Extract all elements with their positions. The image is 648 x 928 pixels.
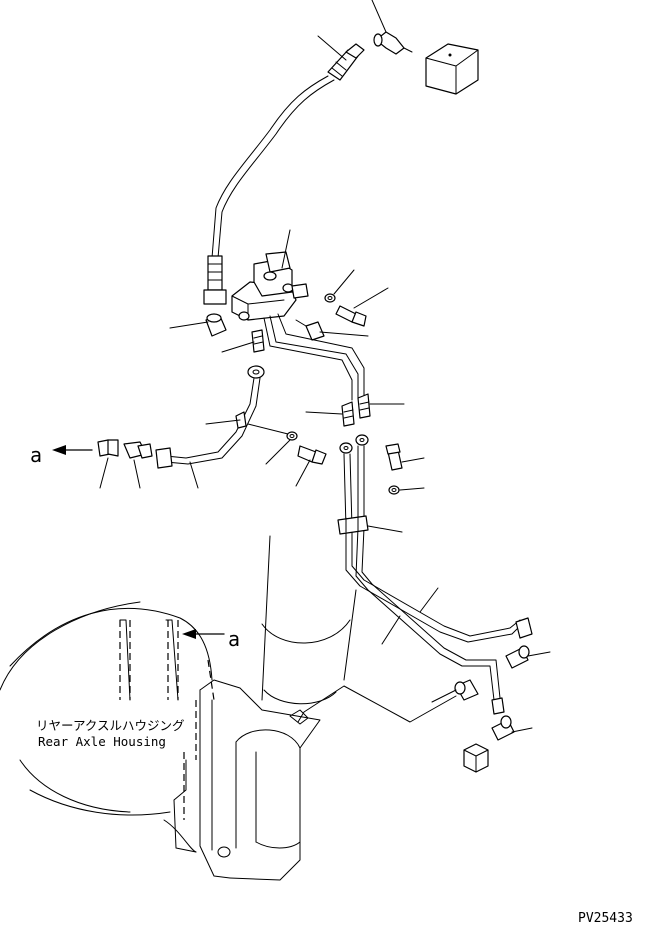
upper-switch-block [425, 43, 479, 95]
washer-upper [324, 293, 336, 303]
dashed-housing-lines [119, 620, 215, 820]
leader-line [305, 411, 343, 415]
view-marker-left: a [30, 443, 42, 467]
banjo-fitting-right-a [339, 442, 353, 454]
leader-line [133, 459, 141, 489]
leader-line [281, 229, 291, 269]
leader-line [353, 287, 389, 309]
hose-line-upper [211, 75, 329, 259]
bolt-upper [335, 305, 367, 327]
leader-line [527, 651, 551, 657]
leader-line [265, 439, 291, 465]
leader-line [401, 457, 425, 463]
connector-fitting-left [97, 439, 119, 457]
figure-code: PV25433 [578, 911, 633, 926]
leader-line [371, 0, 387, 33]
leader-line [367, 525, 403, 533]
tube-clip [235, 411, 247, 429]
leader-line-housing [297, 685, 457, 723]
washer-mid [286, 431, 298, 441]
elbow-fitting-top [373, 31, 413, 55]
housing-label-jp: リヤーアクスルハウジング [36, 718, 185, 733]
leader-line [221, 341, 255, 353]
tube-line-a [263, 317, 353, 401]
hose-fitting-top [327, 43, 365, 81]
leader-line [317, 35, 347, 61]
view-arrow-right [182, 629, 225, 639]
rear-axle-housing-outline [0, 535, 357, 881]
view-marker-right: a [228, 627, 240, 651]
washer-right [388, 485, 400, 495]
elbow-fitting-left [205, 313, 227, 337]
leader-line [295, 459, 311, 487]
tube-fitting-mid-left [341, 401, 355, 427]
leader-line [189, 461, 199, 489]
tube-clamp [337, 515, 369, 535]
elbow-fitting-right [505, 645, 530, 669]
tube-nut-right-lower [491, 697, 505, 715]
housing-label-en: Rear Axle Housing [38, 734, 166, 749]
leader-line [419, 587, 439, 613]
leader-line [333, 269, 355, 295]
tube-line-right-b [355, 445, 495, 701]
leader-line [511, 727, 533, 733]
leader-line [319, 331, 369, 337]
banjo-fitting-valve-bottom [247, 365, 265, 379]
tube-nut-left [155, 447, 173, 469]
leader-line [205, 419, 241, 425]
tube-line-right-a [343, 453, 523, 643]
port-block-right [463, 743, 489, 773]
tube-fitting-mid-right [357, 393, 371, 419]
connector-right-of-valve [295, 319, 325, 341]
bolt-right [385, 443, 403, 471]
view-arrow-left [52, 445, 93, 455]
bolt-mid [297, 445, 327, 465]
leader-line [99, 457, 109, 489]
sensor-under-valve [251, 329, 265, 353]
housing-rails [119, 619, 179, 701]
banjo-fitting-right-b [355, 434, 369, 446]
tube-nut-right-upper [515, 617, 533, 639]
leader-line [381, 615, 401, 645]
hose-end-fitting [203, 255, 227, 305]
tube-line-left [165, 377, 255, 459]
union-fitting [123, 441, 153, 459]
hose-fitting-lower [454, 679, 479, 701]
leader-line [399, 487, 425, 491]
leader-line [169, 321, 209, 329]
tee-fitting-right [491, 715, 515, 741]
brake-valve-assembly [231, 251, 309, 321]
